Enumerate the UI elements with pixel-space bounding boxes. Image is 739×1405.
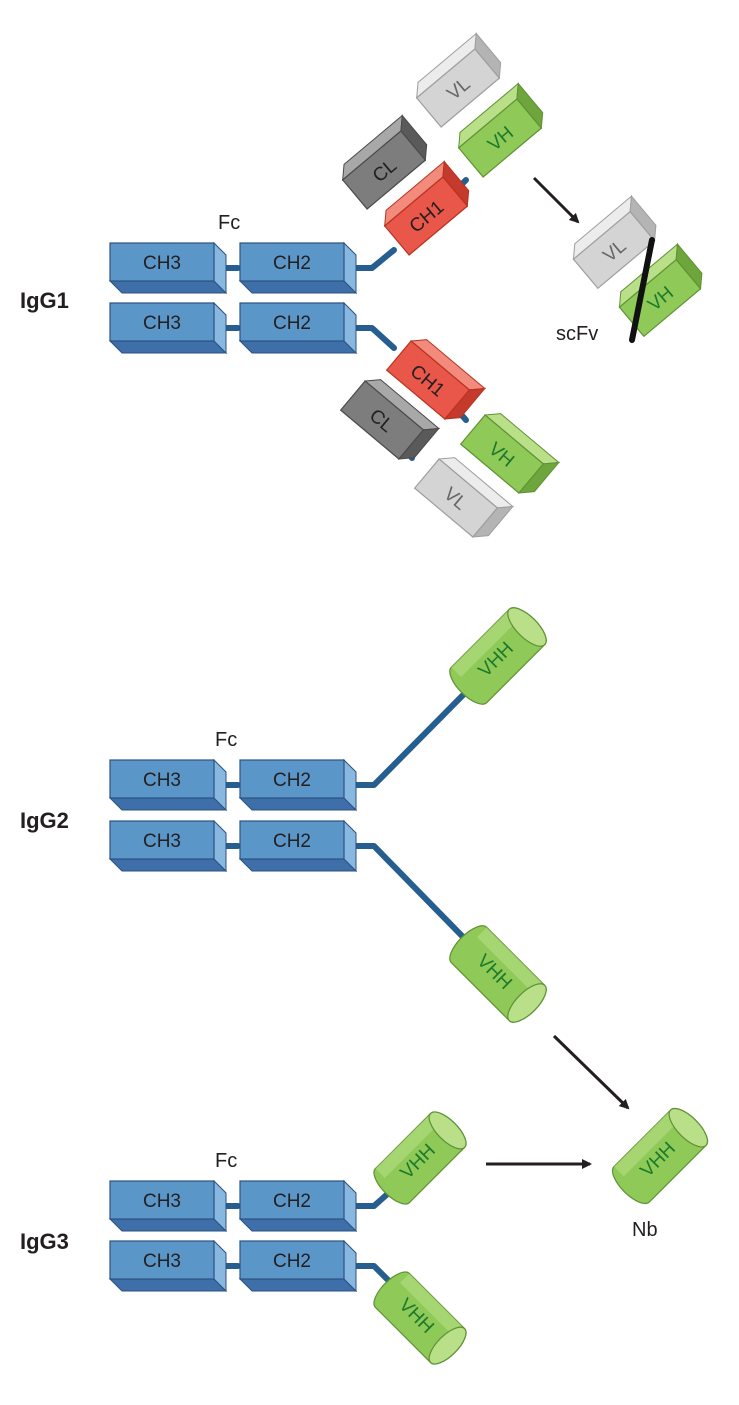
igg1-upper-vl: VL: [415, 32, 502, 128]
igg1-ch3-lower-label: CH3: [143, 313, 181, 334]
igg3-label: IgG3: [20, 1229, 69, 1254]
igg1-lower-vh: VH: [459, 413, 561, 494]
igg2-vhh-lower: VHH: [449, 925, 547, 1023]
scfv-vh: VH: [618, 242, 703, 338]
igg3-vhh-lower: VHH: [373, 1271, 467, 1365]
igg1-lower-cl: CL: [339, 379, 441, 460]
igg2-label: IgG2: [20, 808, 69, 833]
igg2-linkers: [215, 687, 471, 943]
igg1-upper-ch1: CH1: [383, 160, 470, 256]
igg2-panel: CH3 CH2 CH3 CH2 Fc IgG2 VHH VHH: [20, 607, 630, 1110]
igg1-arrow-to-scfv: [532, 176, 580, 224]
igg2-ch2-upper: CH2: [238, 758, 358, 812]
igg2-fc-label: Fc: [215, 729, 237, 751]
igg3-ch3-lower-label: CH3: [143, 1251, 181, 1272]
igg1-panel: CH3 CH2 CH3 CH2 Fc IgG1 VL CL VH CH1 CH1…: [20, 32, 703, 538]
igg3-ch2-upper-label: CH2: [273, 1191, 311, 1212]
igg3-panel: CH3 CH2 CH3 CH2 Fc IgG3 VHH VHH: [20, 1111, 592, 1365]
igg2-ch3-lower: CH3: [108, 819, 228, 873]
igg3-ch2-lower-label: CH2: [273, 1251, 311, 1272]
igg2-ch2-lower: CH2: [238, 819, 358, 873]
scfv-vl: VL: [572, 194, 657, 290]
igg2-ch3-upper-label: CH3: [143, 770, 181, 791]
igg2-ch3-upper: CH3: [108, 758, 228, 812]
igg1-fc-label: Fc: [218, 212, 240, 234]
igg1-ch3-lower: CH3: [108, 301, 228, 355]
nb-label: Nb: [632, 1219, 658, 1241]
scfv-label: scFv: [556, 323, 598, 345]
igg3-ch3-upper: CH3: [108, 1179, 228, 1233]
igg1-ch3-upper: CH3: [108, 241, 228, 295]
igg3-fc-label: Fc: [215, 1150, 237, 1172]
igg1-upper-vh: VH: [457, 82, 544, 178]
nb-vhh: VHH: [611, 1107, 709, 1205]
igg3-vhh-upper: VHH: [373, 1111, 467, 1205]
igg1-label: IgG1: [20, 288, 69, 313]
nanobody: VHH Nb: [611, 1107, 709, 1241]
igg1-upper-cl: CL: [341, 114, 428, 210]
igg1-ch2-upper-label: CH2: [273, 253, 311, 274]
igg1-ch2-upper: CH2: [238, 241, 358, 295]
igg1-ch2-lower: CH2: [238, 301, 358, 355]
igg2-ch2-upper-label: CH2: [273, 770, 311, 791]
igg2-arrow-to-nb: [552, 1034, 630, 1110]
igg2-ch3-lower-label: CH3: [143, 831, 181, 852]
igg3-ch3-lower: CH3: [108, 1239, 228, 1293]
igg2-vhh-upper: VHH: [449, 607, 547, 705]
igg1-ch3-upper-label: CH3: [143, 253, 181, 274]
igg1-lower-vl: VL: [413, 457, 515, 538]
igg1-ch2-lower-label: CH2: [273, 313, 311, 334]
igg3-ch3-upper-label: CH3: [143, 1191, 181, 1212]
igg1-lower-ch1: CH1: [385, 339, 487, 420]
scfv-linker-bar: [629, 237, 655, 343]
igg2-ch2-lower-label: CH2: [273, 831, 311, 852]
igg3-ch2-upper: CH2: [238, 1179, 358, 1233]
igg3-ch2-lower: CH2: [238, 1239, 358, 1293]
